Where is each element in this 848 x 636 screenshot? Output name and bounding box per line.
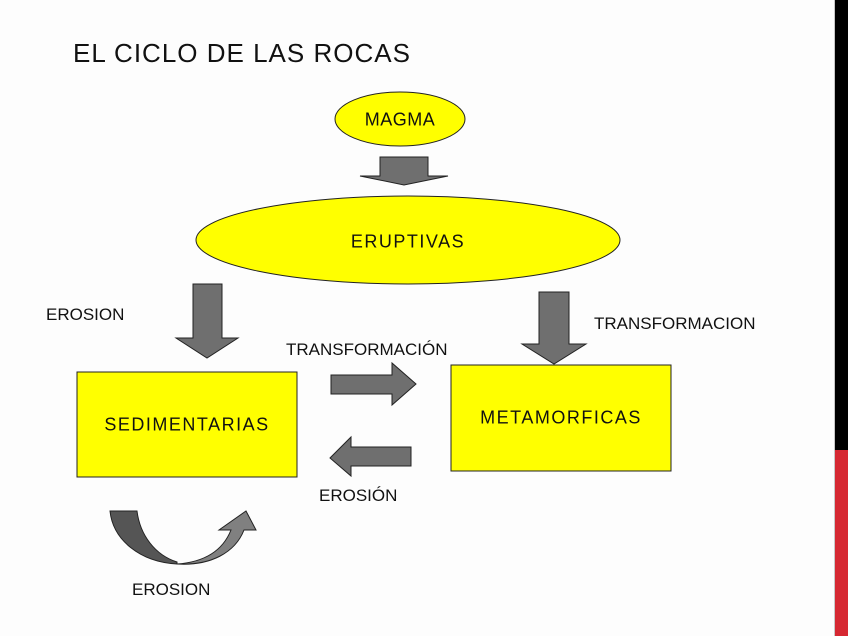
transformacion-right-label: TRANSFORMACION bbox=[594, 314, 756, 333]
down-arrow-icon bbox=[359, 156, 449, 186]
erosion-bottom-label: EROSION bbox=[132, 580, 211, 599]
u-turn-arrow-icon bbox=[109, 510, 257, 565]
sedimentarias-node bbox=[76, 371, 298, 478]
right-arrow-icon bbox=[330, 361, 417, 407]
slide-title: EL CICLO DE LAS ROCAS bbox=[73, 38, 411, 68]
left-arrow-icon bbox=[329, 435, 412, 478]
down-arrow-icon bbox=[520, 291, 588, 365]
erosion-left-label: EROSION bbox=[46, 305, 125, 324]
transformacion-middle-label: TRANSFORMACIÓN bbox=[286, 340, 448, 359]
magma-node bbox=[334, 91, 466, 147]
erosion-middle-label: EROSIÓN bbox=[319, 486, 398, 505]
eruptivas-label: ERUPTIVAS bbox=[350, 231, 466, 252]
metamorficas-label: METAMORFICAS bbox=[480, 407, 642, 428]
eruptivas-node bbox=[195, 195, 621, 285]
down-arrow-icon bbox=[174, 283, 240, 359]
magma-label: MAGMA bbox=[364, 109, 436, 130]
sidebar-accent-black bbox=[835, 0, 848, 450]
sidebar-accent-red bbox=[835, 450, 848, 636]
sedimentarias-label: SEDIMENTARIAS bbox=[104, 414, 270, 435]
sidebar-edge bbox=[834, 0, 835, 636]
metamorficas-node bbox=[450, 364, 672, 472]
